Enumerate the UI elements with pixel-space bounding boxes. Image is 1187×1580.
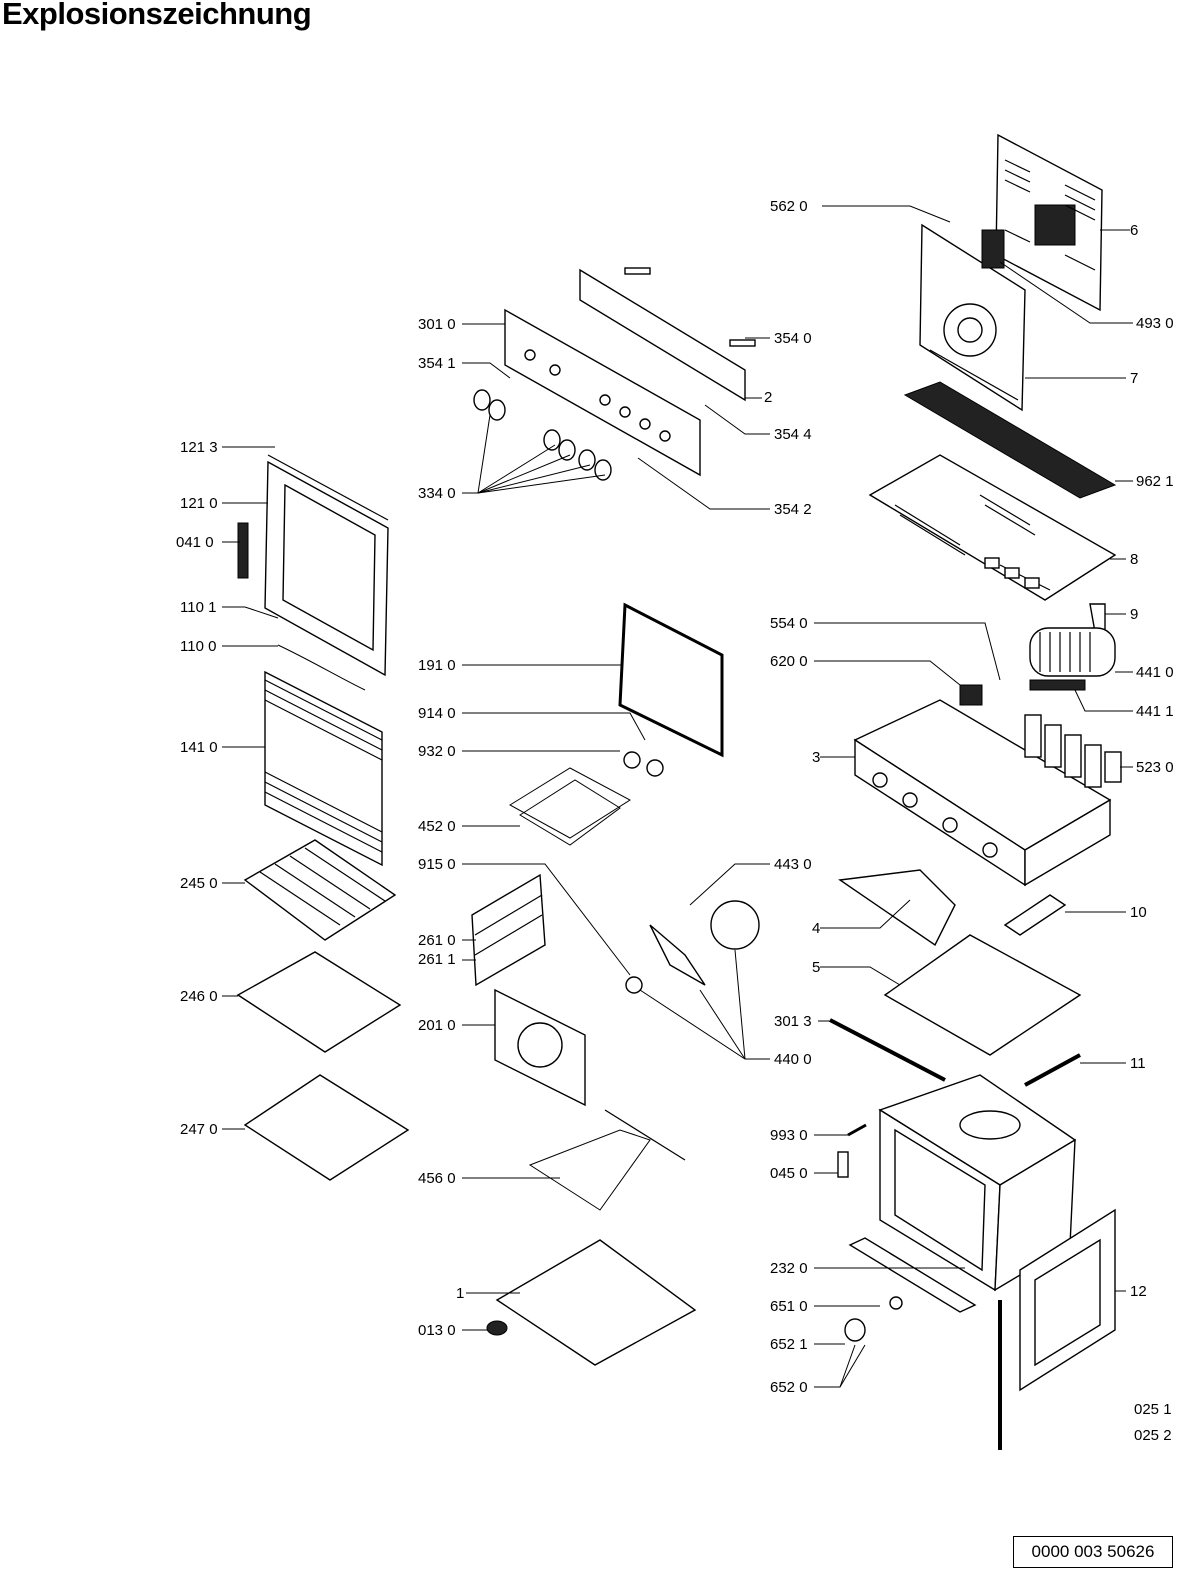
pin xyxy=(729,339,756,347)
label: 5 xyxy=(812,959,820,976)
label: 141 0 xyxy=(180,739,218,756)
label: 651 0 xyxy=(770,1298,808,1315)
label: 10 xyxy=(1130,904,1147,921)
label: 261 1 xyxy=(418,951,456,968)
knobs xyxy=(473,389,612,481)
label: 301 3 xyxy=(774,1013,812,1030)
oven-cavity xyxy=(878,1074,1077,1292)
baking-tray xyxy=(236,951,402,1053)
label: 354 2 xyxy=(774,501,812,518)
label: 110 1 xyxy=(180,599,216,616)
insulation-strip xyxy=(903,381,1117,499)
label: 2 xyxy=(764,389,772,406)
control-housing xyxy=(853,684,1112,887)
label: 013 0 xyxy=(418,1322,456,1339)
label: 191 0 xyxy=(418,657,456,674)
shelf xyxy=(838,869,956,947)
fan-motor xyxy=(625,900,760,994)
label: 932 0 xyxy=(418,743,456,760)
label: 045 0 xyxy=(770,1165,808,1182)
label: 041 0 xyxy=(176,534,214,551)
label: 121 3 xyxy=(180,439,218,456)
label: 246 0 xyxy=(180,988,218,1005)
label: 7 xyxy=(1130,370,1138,387)
label: 914 0 xyxy=(418,705,456,722)
door-frame xyxy=(237,454,389,677)
bracket xyxy=(1003,894,1067,936)
label: 354 4 xyxy=(774,426,812,443)
fan-cover xyxy=(494,988,586,1107)
label: 441 1 xyxy=(1136,703,1174,720)
wire-rack xyxy=(243,839,397,941)
label: 554 0 xyxy=(770,615,808,632)
grill-element xyxy=(509,751,664,846)
bottom-panel xyxy=(883,934,1082,1056)
label: 652 0 xyxy=(770,1379,808,1396)
label: 354 1 xyxy=(418,355,456,372)
label: 245 0 xyxy=(180,875,218,892)
base-plate xyxy=(495,1239,697,1366)
side-door-frame xyxy=(998,1208,1116,1450)
label: 334 0 xyxy=(418,485,456,502)
label: 025 2 xyxy=(1134,1427,1172,1444)
tangential-fan xyxy=(1029,627,1116,691)
top-plate xyxy=(868,454,1117,601)
label: 232 0 xyxy=(770,1260,808,1277)
label: 6 xyxy=(1130,222,1138,239)
leader-lines xyxy=(222,205,1133,1388)
page-title: Explosionszeichnung xyxy=(2,0,312,31)
hinge xyxy=(837,1151,849,1178)
bottom-heater xyxy=(528,1109,686,1211)
label: 562 0 xyxy=(770,198,808,215)
label: 8 xyxy=(1130,551,1138,568)
baking-tray xyxy=(243,1074,410,1181)
label: 915 0 xyxy=(418,856,456,873)
label: 354 0 xyxy=(774,330,812,347)
label: 201 0 xyxy=(418,1017,456,1034)
label: 456 0 xyxy=(418,1170,456,1187)
control-panel xyxy=(504,308,701,477)
label: 9 xyxy=(1130,606,1138,623)
label: 12 xyxy=(1130,1283,1147,1300)
label: 3 xyxy=(812,749,820,766)
seal-rail xyxy=(848,1237,977,1313)
label: 441 0 xyxy=(1136,664,1174,681)
label: 993 0 xyxy=(770,1127,808,1144)
oven-seal xyxy=(618,602,724,758)
panel-bracket xyxy=(579,268,746,402)
label: 247 0 xyxy=(180,1121,218,1138)
back-cover xyxy=(919,223,1026,412)
side-grid xyxy=(471,873,546,987)
label: 301 0 xyxy=(418,316,456,333)
rail xyxy=(1024,1053,1081,1087)
label: 962 1 xyxy=(1136,473,1174,490)
label: 452 0 xyxy=(418,818,456,835)
switch-block xyxy=(1024,714,1122,788)
lamp-holder xyxy=(889,1296,903,1310)
lamp-cover xyxy=(844,1318,866,1342)
label: 443 0 xyxy=(774,856,812,873)
reference-number-box: 0000 003 50626 xyxy=(1013,1536,1173,1568)
label: 025 1 xyxy=(1134,1401,1172,1418)
label: 1 xyxy=(456,1285,464,1302)
label: 620 0 xyxy=(770,653,808,670)
label: 121 0 xyxy=(180,495,218,512)
label: 440 0 xyxy=(774,1051,812,1068)
label: 652 1 xyxy=(770,1336,808,1353)
label: 11 xyxy=(1130,1055,1146,1072)
label: 493 0 xyxy=(1136,315,1174,332)
label: 523 0 xyxy=(1136,759,1174,776)
door-glass xyxy=(264,670,383,867)
label: 110 0 xyxy=(180,638,216,655)
screw xyxy=(847,1123,867,1137)
rail xyxy=(829,1018,946,1082)
label: 4 xyxy=(812,920,820,937)
pin xyxy=(624,267,651,275)
door-handle xyxy=(277,644,366,691)
part-labels: 562 0 6 493 0 7 301 0 354 0 354 1 2 354 … xyxy=(176,198,1174,1444)
rear-panel xyxy=(995,133,1103,312)
foot xyxy=(486,1320,508,1336)
label: 261 0 xyxy=(418,932,456,949)
